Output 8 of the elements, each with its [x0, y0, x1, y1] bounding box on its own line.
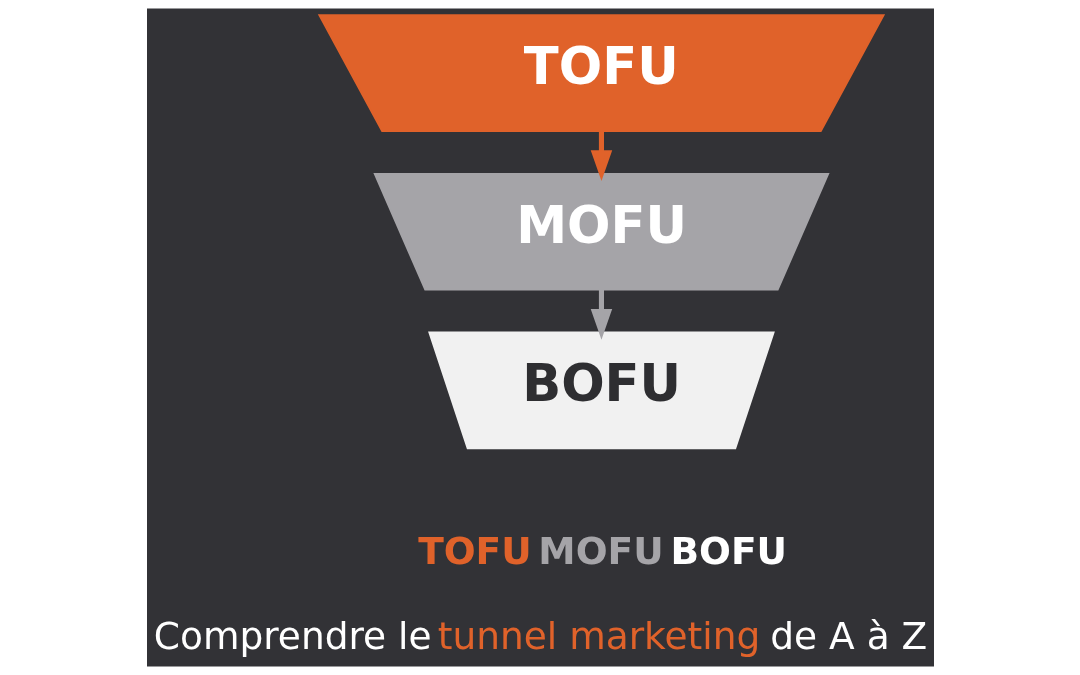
label: BOFU — [670, 528, 787, 573]
label: MOFU — [537, 528, 664, 573]
label: tunnel marketing — [437, 613, 760, 658]
label: de A à Z — [769, 613, 927, 658]
label: TOFU — [417, 528, 532, 573]
arrow — [590, 289, 612, 340]
arrow — [590, 131, 612, 182]
label: Comprendre le — [153, 613, 432, 658]
